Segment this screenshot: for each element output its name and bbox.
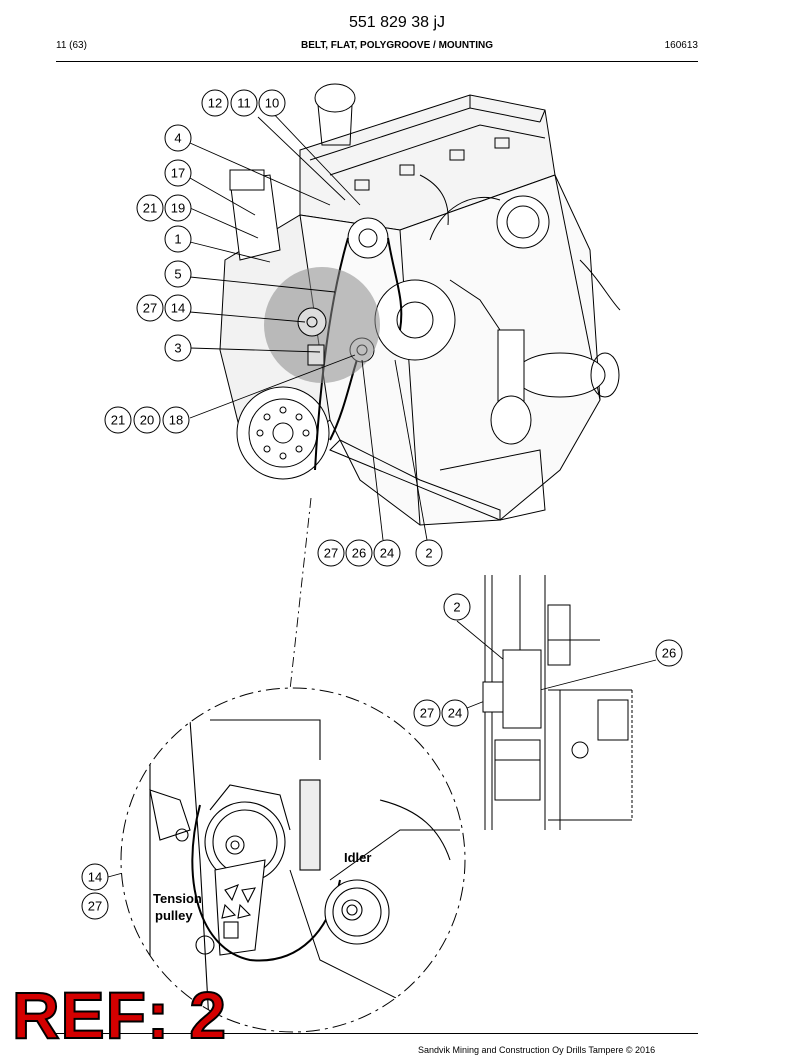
svg-text:21: 21 bbox=[111, 413, 125, 428]
footer-copyright: Sandvik Mining and Construction Oy Drill… bbox=[418, 1045, 656, 1055]
callout-5: 5 bbox=[164, 260, 192, 288]
callout-10: 10 bbox=[258, 89, 286, 117]
svg-text:18: 18 bbox=[169, 413, 183, 428]
callout-4: 4 bbox=[164, 124, 192, 152]
ref-stamp: REF: 2 bbox=[11, 978, 228, 1052]
svg-text:27: 27 bbox=[324, 546, 338, 561]
engine-illustration bbox=[219, 83, 621, 526]
callout-19: 19 bbox=[164, 194, 192, 222]
svg-text:3: 3 bbox=[174, 341, 181, 356]
svg-text:2: 2 bbox=[453, 600, 460, 615]
svg-text:27: 27 bbox=[420, 706, 434, 721]
svg-text:2: 2 bbox=[425, 546, 432, 561]
callout-17: 17 bbox=[164, 159, 192, 187]
callout-26-a: 26 bbox=[345, 539, 373, 567]
callout-3: 3 bbox=[164, 334, 192, 362]
svg-text:26: 26 bbox=[662, 646, 676, 661]
callout-18: 18 bbox=[162, 406, 190, 434]
svg-text:14: 14 bbox=[88, 870, 102, 885]
svg-text:11: 11 bbox=[237, 96, 251, 111]
svg-text:17: 17 bbox=[171, 166, 185, 181]
callout-27-d: 27 bbox=[81, 892, 109, 920]
callout-27-b: 27 bbox=[317, 539, 345, 567]
callout-14-a: 14 bbox=[164, 294, 192, 322]
svg-text:27: 27 bbox=[88, 899, 102, 914]
idler-section-view bbox=[482, 575, 633, 830]
svg-text:12: 12 bbox=[208, 96, 222, 111]
idler-label: Idler bbox=[344, 850, 371, 865]
callout-2-b: 2 bbox=[443, 593, 471, 621]
svg-text:14: 14 bbox=[171, 301, 185, 316]
svg-text:1: 1 bbox=[174, 232, 181, 247]
callout-14-b: 14 bbox=[81, 863, 109, 891]
callout-24-b: 24 bbox=[441, 699, 469, 727]
svg-text:10: 10 bbox=[265, 96, 279, 111]
callout-27-a: 27 bbox=[136, 294, 164, 322]
footer-rule bbox=[56, 1033, 698, 1034]
tension-label-line1: Tension bbox=[153, 891, 202, 906]
svg-text:19: 19 bbox=[171, 201, 185, 216]
header-rule bbox=[56, 61, 698, 62]
document-date: 160613 bbox=[664, 40, 698, 51]
callout-26-b: 26 bbox=[655, 639, 683, 667]
callout-20: 20 bbox=[133, 406, 161, 434]
svg-text:27: 27 bbox=[143, 301, 157, 316]
svg-text:24: 24 bbox=[448, 706, 462, 721]
tensioner-main bbox=[297, 307, 327, 366]
callout-27-c: 27 bbox=[413, 699, 441, 727]
callout-1: 1 bbox=[164, 225, 192, 253]
callout-12: 12 bbox=[201, 89, 229, 117]
callout-2-a: 2 bbox=[415, 539, 443, 567]
callout-11: 11 bbox=[230, 89, 258, 117]
svg-text:21: 21 bbox=[143, 201, 157, 216]
svg-text:20: 20 bbox=[140, 413, 154, 428]
svg-text:4: 4 bbox=[174, 131, 181, 146]
svg-text:24: 24 bbox=[380, 546, 394, 561]
svg-text:26: 26 bbox=[352, 546, 366, 561]
svg-text:5: 5 bbox=[174, 267, 181, 282]
page-number: 11 (63) bbox=[56, 40, 87, 51]
callout-21-b: 21 bbox=[104, 406, 132, 434]
leader-lines bbox=[107, 109, 657, 878]
tension-pulley-detail: Idler Tension pulley bbox=[120, 687, 466, 1033]
tension-label-line2: pulley bbox=[155, 908, 193, 923]
callout-24-a: 24 bbox=[373, 539, 401, 567]
document-code: 551 829 38 jJ bbox=[348, 14, 446, 31]
document-title: BELT, FLAT, POLYGROOVE / MOUNTING bbox=[300, 40, 494, 51]
callout-21-a: 21 bbox=[136, 194, 164, 222]
detail-connector bbox=[289, 497, 312, 691]
